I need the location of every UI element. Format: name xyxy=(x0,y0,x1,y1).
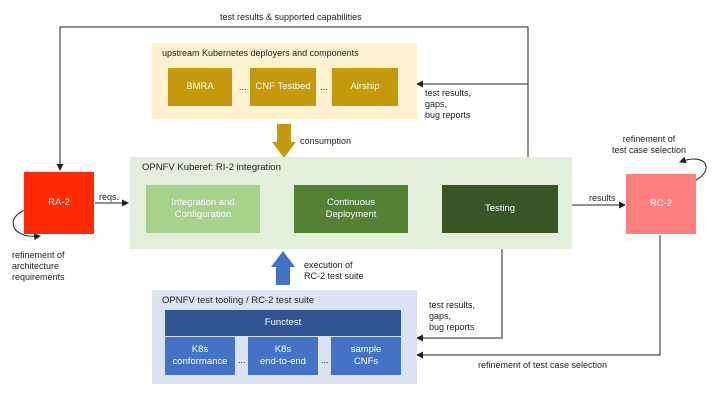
airship-label: Airship xyxy=(350,81,380,92)
integration-label: Integration and Configuration xyxy=(171,197,235,220)
bmra-box: BMRA xyxy=(168,68,232,106)
kuberef-title: OPNFV Kuberef: RI-2 integration xyxy=(142,162,281,173)
refinement-arrow-tooling xyxy=(416,235,661,359)
functest-box: Functest xyxy=(165,310,401,336)
top-feedback-label: test results & supported capabilities xyxy=(220,12,362,22)
functest-label: Functest xyxy=(264,317,302,328)
rc2-refinement-label: refinement of test case selection xyxy=(612,134,687,155)
tooling-ellipsis-1: ... xyxy=(238,355,246,365)
execution-arrow xyxy=(271,251,295,285)
ra2-box: RA-2 xyxy=(24,172,94,234)
consumption-arrow xyxy=(272,124,296,158)
bmra-label: BMRA xyxy=(186,81,214,92)
sample-cnfs-label: sample CNFs xyxy=(350,344,382,367)
k8s-conformance-label: K8s conformance xyxy=(172,344,228,367)
ra2-refinement-label: refinement of architecture requirements xyxy=(12,250,65,282)
bottom-refinement-label: refinement of test case selection xyxy=(478,360,608,370)
rc2-box: RC-2 xyxy=(626,174,696,234)
feedback-arrow-top xyxy=(56,26,529,185)
tooling-ellipsis-2: ... xyxy=(321,355,329,365)
consumption-label: consumption xyxy=(300,136,352,146)
testing-label: Testing xyxy=(484,203,516,214)
k8s-end-to-end-label: K8s end-to-end xyxy=(260,344,306,367)
ra2-label: RA-2 xyxy=(48,197,70,208)
deployment-box: Continuous Deployment xyxy=(294,185,408,233)
results-label: results xyxy=(589,193,616,203)
feedback-arrow-tooling xyxy=(416,233,503,342)
integration-box: Integration and Configuration xyxy=(146,185,260,233)
reqs-label: reqs. xyxy=(99,192,120,202)
tooling-title: OPNFV test tooling / RC-2 test suite xyxy=(162,295,315,306)
upstream-ellipsis-2: ... xyxy=(320,82,328,92)
execution-label: execution of RC-2 test suite xyxy=(304,260,364,281)
cnf-testbed-label: CNF Testbed xyxy=(255,81,311,92)
k8s-end-to-end-box: K8s end-to-end xyxy=(248,337,318,375)
upstream-ellipsis-1: ... xyxy=(239,82,247,92)
testing-feedback-bottom-label: test results, gaps, bug reports xyxy=(429,300,476,332)
deployment-label: Continuous Deployment xyxy=(325,197,377,220)
sample-cnfs-box: sample CNFs xyxy=(331,337,401,375)
upstream-title: upstream Kubernetes deployers and compon… xyxy=(162,48,359,58)
airship-box: Airship xyxy=(332,68,398,106)
testing-box: Testing xyxy=(442,185,558,233)
testing-feedback-top-label: test results, gaps, bug reports xyxy=(425,88,472,120)
k8s-conformance-box: K8s conformance xyxy=(165,337,235,375)
rc2-label: RC-2 xyxy=(649,198,673,209)
cnf-testbed-box: CNF Testbed xyxy=(250,68,316,106)
